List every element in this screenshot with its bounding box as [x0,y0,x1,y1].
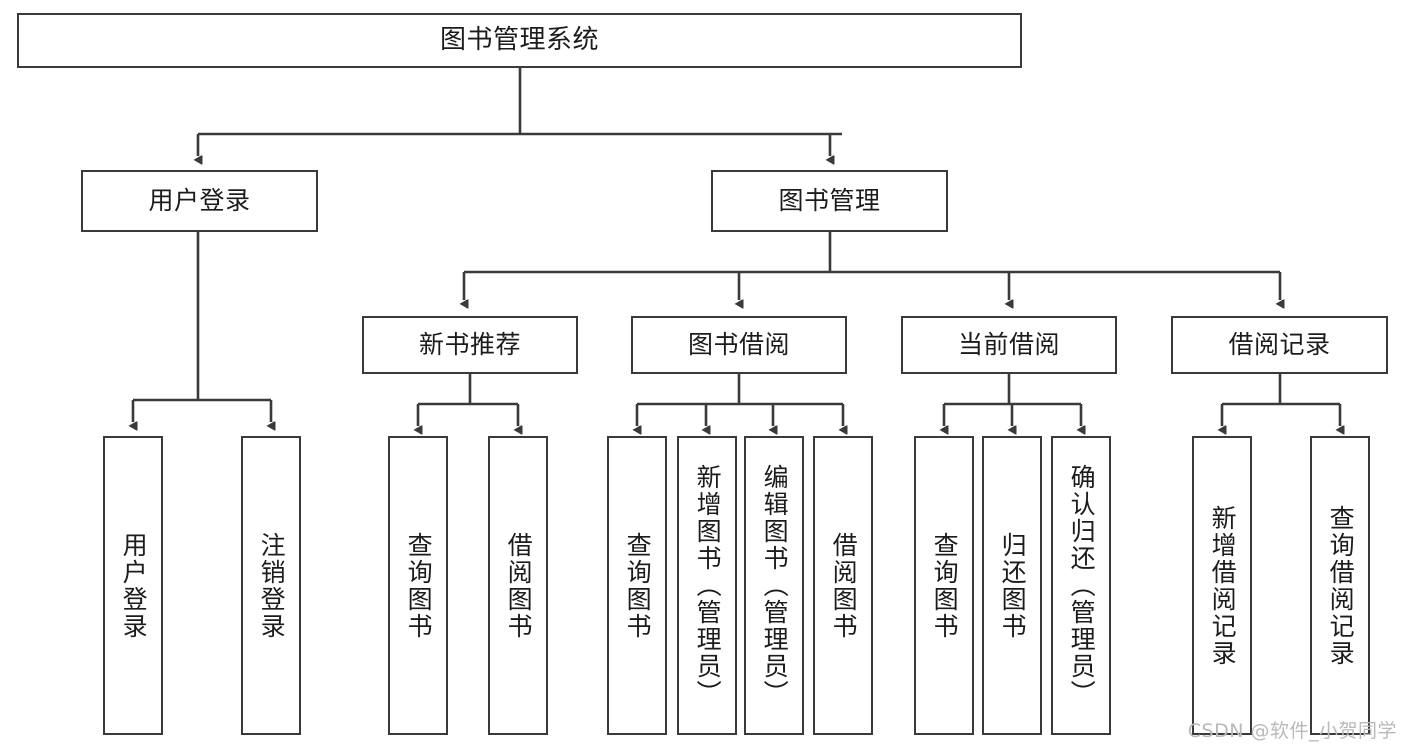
leaf-records-add-record[interactable]: 新增借阅记录 [1192,436,1252,735]
csdn-watermark: CSDN @软件_小贺同学 [1187,720,1397,742]
leaf-borrow-add-book-admin-label: 新增图书（管理员） [693,464,723,707]
leaf-borrow-edit-book-admin[interactable]: 编辑图书（管理员） [744,436,804,735]
leaf-records-query-record[interactable]: 查询借阅记录 [1310,436,1370,735]
leaf-new-book-query-label: 查询图书 [404,531,434,640]
leaf-borrow-add-book-admin[interactable]: 新增图书（管理员） [677,436,737,735]
leaf-current-return-book-label: 归还图书 [998,531,1028,640]
node-book-borrow-label: 图书借阅 [687,330,790,359]
node-current-borrow-label: 当前借阅 [957,330,1060,359]
leaf-current-return-book[interactable]: 归还图书 [982,436,1042,735]
leaf-records-query-record-label: 查询借阅记录 [1326,504,1356,667]
node-user-login-label: 用户登录 [148,186,251,215]
leaf-borrow-borrow-book-label: 借阅图书 [829,531,859,640]
leaf-user-login-signout-label: 注销登录 [257,531,287,640]
leaf-current-confirm-return-admin-label: 确认归还（管理员） [1067,464,1097,707]
leaf-user-login-signout[interactable]: 注销登录 [241,436,301,735]
leaf-borrow-query-book[interactable]: 查询图书 [607,436,667,735]
node-borrow-records-label: 借阅记录 [1228,330,1331,359]
leaf-user-login-signin-label: 用户登录 [119,531,149,640]
leaf-new-book-query[interactable]: 查询图书 [388,436,448,735]
leaf-borrow-query-book-label: 查询图书 [623,531,653,640]
node-book-management-label: 图书管理 [778,186,881,215]
leaf-borrow-borrow-book[interactable]: 借阅图书 [813,436,873,735]
leaf-records-add-record-label: 新增借阅记录 [1208,504,1238,667]
leaf-current-query-book-label: 查询图书 [930,531,960,640]
leaf-current-query-book[interactable]: 查询图书 [914,436,974,735]
node-new-book-recommend[interactable]: 新书推荐 [362,316,578,374]
node-book-management[interactable]: 图书管理 [711,170,948,232]
node-book-borrow[interactable]: 图书借阅 [631,316,847,374]
leaf-new-book-borrow[interactable]: 借阅图书 [488,436,548,735]
node-root-system-label: 图书管理系统 [439,24,599,55]
leaf-current-confirm-return-admin[interactable]: 确认归还（管理员） [1051,436,1111,735]
node-new-book-recommend-label: 新书推荐 [418,330,521,359]
node-user-login[interactable]: 用户登录 [81,170,318,232]
leaf-borrow-edit-book-admin-label: 编辑图书（管理员） [760,464,790,707]
node-borrow-records[interactable]: 借阅记录 [1171,316,1388,374]
node-root-system[interactable]: 图书管理系统 [17,13,1022,68]
node-current-borrow[interactable]: 当前借阅 [901,316,1117,374]
leaf-user-login-signin[interactable]: 用户登录 [103,436,163,735]
leaf-new-book-borrow-label: 借阅图书 [504,531,534,640]
